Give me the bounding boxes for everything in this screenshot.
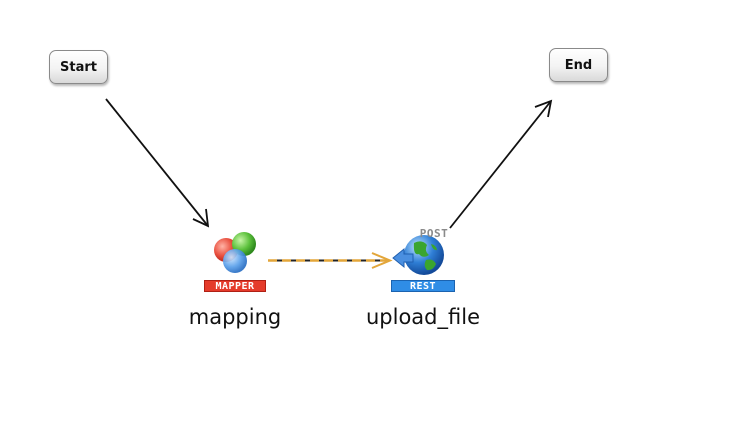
start-node[interactable]: Start [49,50,108,84]
node-label-mapping[interactable]: mapping [188,305,282,329]
mapper-type-badge: MAPPER [204,280,266,292]
rest-method-badge: POST [419,227,449,240]
edge-start-to-mapping[interactable] [105,98,210,228]
rest-type-badge: REST [391,280,455,292]
node-label-upload-file[interactable]: upload_file [365,305,480,329]
edge-upload-file-to-end[interactable] [449,99,553,229]
mapper-icon[interactable] [214,232,256,273]
end-node[interactable]: End [549,48,608,82]
edge-mapping-to-upload-file[interactable] [268,252,393,269]
rest-globe-icon[interactable] [392,235,444,275]
